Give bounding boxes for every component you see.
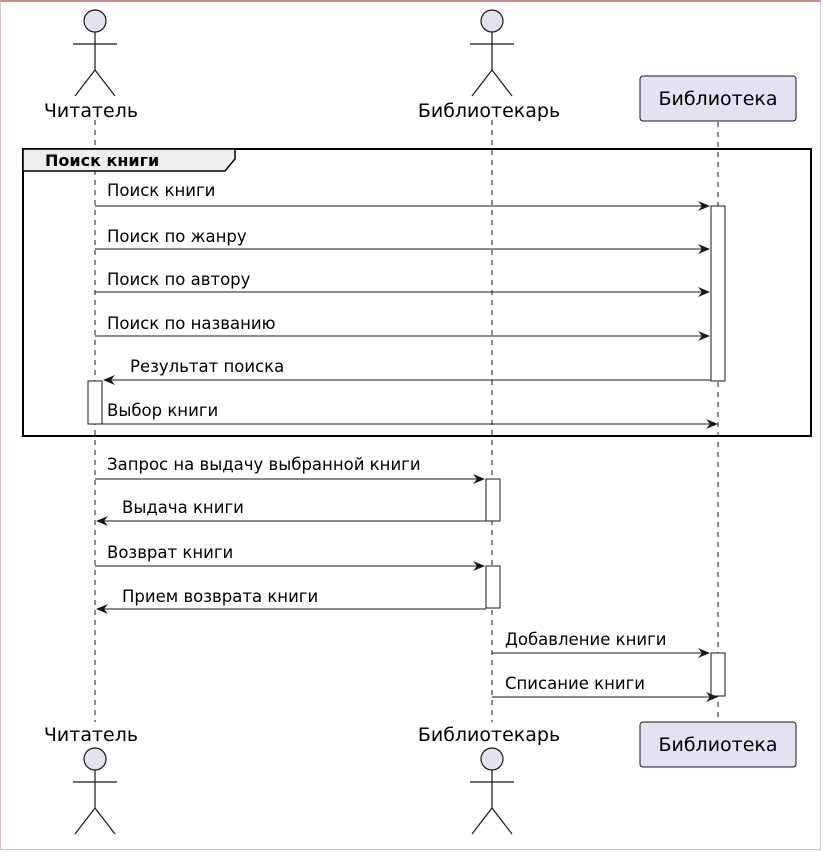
message-5: Результат поиска: [103, 357, 711, 385]
message-10: Прием возврата книги: [96, 587, 486, 614]
participant-label-librarian-bottom: Библиотекарь: [418, 724, 560, 746]
actor-reader-bottom: [73, 747, 117, 835]
participant-label-librarian-top: Библиотекарь: [418, 100, 560, 122]
message-label: Запрос на выдачу выбранной книги: [107, 455, 421, 474]
message-label: Результат поиска: [130, 357, 284, 376]
message-label: Поиск по жанру: [107, 227, 247, 246]
participant-box-library-top: [639, 75, 797, 122]
message-7: Запрос на выдачу выбранной книги: [95, 455, 485, 484]
message-label: Возврат книги: [107, 543, 233, 562]
message-label: Добавление книги: [505, 630, 666, 649]
message-12: Списание книги: [492, 674, 718, 702]
actor-librarian-top: [470, 9, 514, 97]
message-label: Поиск по названию: [107, 314, 276, 333]
activation-reader-1: [87, 380, 103, 425]
activation-librarian-1: [485, 478, 501, 522]
group-tab: [22, 148, 236, 172]
message-label: Выбор книги: [107, 401, 218, 420]
group-frame: [22, 148, 812, 437]
participant-label-reader-top: Читатель: [44, 100, 138, 122]
participant-label-library-top: Библиотека: [658, 88, 777, 110]
participant-label-reader-bottom: Читатель: [44, 724, 138, 746]
message-3: Поиск по автору: [95, 270, 710, 297]
activation-library-1: [710, 205, 726, 382]
actor-reader-top: [73, 9, 117, 97]
message-2: Поиск по жанру: [95, 227, 710, 254]
message-label: Поиск книги: [107, 181, 215, 200]
group-label: Поиск книги: [45, 151, 159, 170]
message-label: Прием возврата книги: [122, 587, 318, 606]
message-9: Возврат книги: [95, 543, 485, 571]
activation-library-2: [710, 652, 726, 697]
message-11: Добавление книги: [492, 630, 710, 658]
message-1: Поиск книги: [95, 181, 710, 211]
message-8: Выдача книги: [96, 498, 486, 526]
participant-label-library-bottom: Библиотека: [658, 734, 777, 756]
message-label: Поиск по автору: [107, 270, 251, 289]
message-4: Поиск по названию: [95, 314, 710, 341]
message-label: Выдача книги: [122, 498, 244, 517]
activation-librarian-2: [485, 565, 501, 609]
message-label: Списание книги: [505, 674, 645, 693]
actor-librarian-bottom: [470, 747, 514, 835]
participant-box-library-bottom: [639, 721, 797, 768]
message-6: Выбор книги: [102, 401, 718, 429]
